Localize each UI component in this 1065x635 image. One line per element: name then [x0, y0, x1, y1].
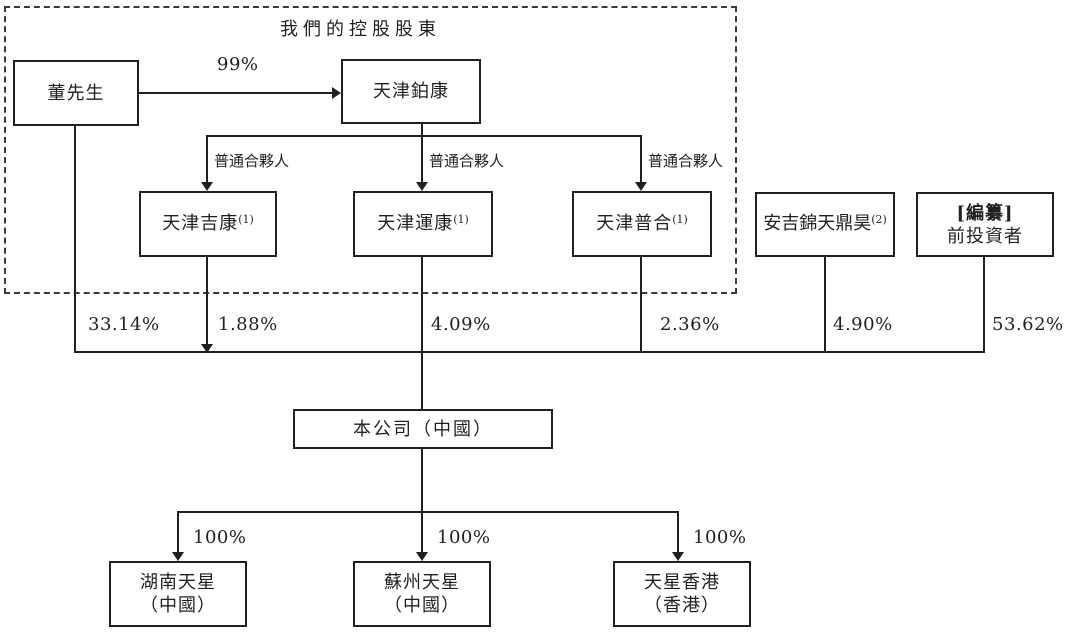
node-anji-jintian-dinghao: 安吉錦天鼎昊(2) — [755, 192, 895, 257]
connector-gp-col2 — [421, 135, 423, 183]
edge-label-pct-dinghao: 4.90% — [833, 314, 893, 335]
edge-label-general-partner-1: 普通合夥人 — [214, 152, 290, 170]
edge-label-pct-preinvestors: 53.62% — [992, 314, 1064, 335]
footnote-marker-1: (1) — [672, 212, 688, 226]
connector-sub-col1 — [177, 511, 179, 553]
node-anji-jintian-dinghao-label: 安吉錦天鼎昊 — [763, 213, 872, 234]
connector-puhe-down — [640, 257, 642, 353]
connector-gp-col1 — [206, 135, 208, 183]
node-hunan-tianxing: 湖南天星 （中國） — [109, 561, 247, 627]
node-tianjin-bokang-label: 天津鉑康 — [373, 81, 449, 102]
connector-sub-col2 — [421, 511, 423, 553]
node-suzhou-tianxing-jurisdiction: （中國） — [384, 595, 460, 616]
node-mr-dong-label: 董先生 — [47, 82, 105, 104]
edge-label-pct-hk: 100% — [693, 527, 747, 548]
footnote-marker-1: (1) — [453, 212, 469, 226]
footnote-marker-2: (2) — [871, 213, 887, 226]
node-tianjin-bokang: 天津鉑康 — [341, 59, 481, 124]
connector-preinvestors-down — [983, 257, 985, 353]
edge-label-general-partner-3: 普通合夥人 — [648, 152, 724, 170]
edge-label-pct-dong: 33.14% — [88, 314, 160, 335]
connector-dong-down — [74, 125, 76, 353]
node-suzhou-tianxing-label: 蘇州天星 — [384, 572, 460, 593]
node-tianjin-puhe: 天津普合(1) — [572, 191, 712, 257]
connector-company-down — [421, 447, 423, 511]
node-tianxing-hongkong-jurisdiction: （香港） — [644, 595, 720, 616]
node-pre-investors: [編纂] 前投資者 — [916, 192, 1054, 257]
connector-sub-col3 — [677, 511, 679, 553]
node-tianjin-yunkang-label: 天津運康 — [377, 212, 454, 234]
node-tianjin-jikang-label: 天津吉康 — [162, 212, 239, 234]
node-pre-investors-label: 前投資者 — [947, 225, 1023, 247]
node-tianjin-yunkang: 天津運康(1) — [353, 191, 493, 257]
node-company-label: 本公司（中國） — [353, 418, 493, 440]
connector-yunkang-down — [421, 257, 423, 353]
node-suzhou-tianxing: 蘇州天星 （中國） — [353, 561, 491, 627]
edge-label-pct-puhe: 2.36% — [660, 314, 720, 335]
node-hunan-tianxing-jurisdiction: （中國） — [140, 595, 216, 616]
edge-label-pct-jikang: 1.88% — [218, 314, 278, 335]
connector-subsidiary-spread — [178, 511, 679, 513]
arrowhead-down-icon — [201, 182, 213, 191]
edge-label-99pct: 99% — [217, 54, 259, 75]
edge-label-pct-suzhou: 100% — [437, 527, 491, 548]
arrowhead-down-icon — [672, 552, 684, 561]
controlling-shareholders-group-outline — [4, 6, 737, 294]
arrowhead-down-icon — [416, 182, 428, 191]
connector-jikang-down — [206, 257, 208, 345]
node-tianxing-hongkong: 天星香港 （香港） — [613, 561, 751, 627]
arrowhead-down-icon — [635, 182, 647, 191]
connector-bus-to-company — [421, 351, 423, 409]
arrowhead-right-icon — [332, 87, 341, 99]
node-tianxing-hongkong-label: 天星香港 — [644, 572, 720, 593]
edge-label-pct-yunkang: 4.09% — [431, 314, 491, 335]
node-pre-investors-redacted-tag: [編纂] — [956, 202, 1014, 224]
arrowhead-down-icon — [416, 552, 428, 561]
node-tianjin-puhe-label: 天津普合 — [596, 212, 673, 234]
footnote-marker-1: (1) — [238, 212, 254, 226]
arrowhead-down-icon — [172, 552, 184, 561]
arrowhead-down-icon — [201, 344, 213, 353]
connector-dinghao-down — [824, 257, 826, 353]
edge-label-general-partner-2: 普通合夥人 — [429, 152, 505, 170]
controlling-shareholders-group-title: 我們的控股股東 — [280, 19, 441, 40]
connector-gp-spread — [206, 135, 642, 137]
node-tianjin-jikang: 天津吉康(1) — [139, 191, 277, 257]
node-hunan-tianxing-label: 湖南天星 — [140, 572, 216, 593]
connector-bokang-drop — [421, 122, 423, 137]
connector-gp-col3 — [640, 135, 642, 183]
connector-dong-to-bokang — [137, 92, 334, 94]
node-mr-dong: 董先生 — [13, 60, 139, 126]
edge-label-pct-hunan: 100% — [193, 527, 247, 548]
node-company: 本公司（中國） — [293, 409, 553, 449]
connector-ownership-bus — [74, 351, 985, 353]
